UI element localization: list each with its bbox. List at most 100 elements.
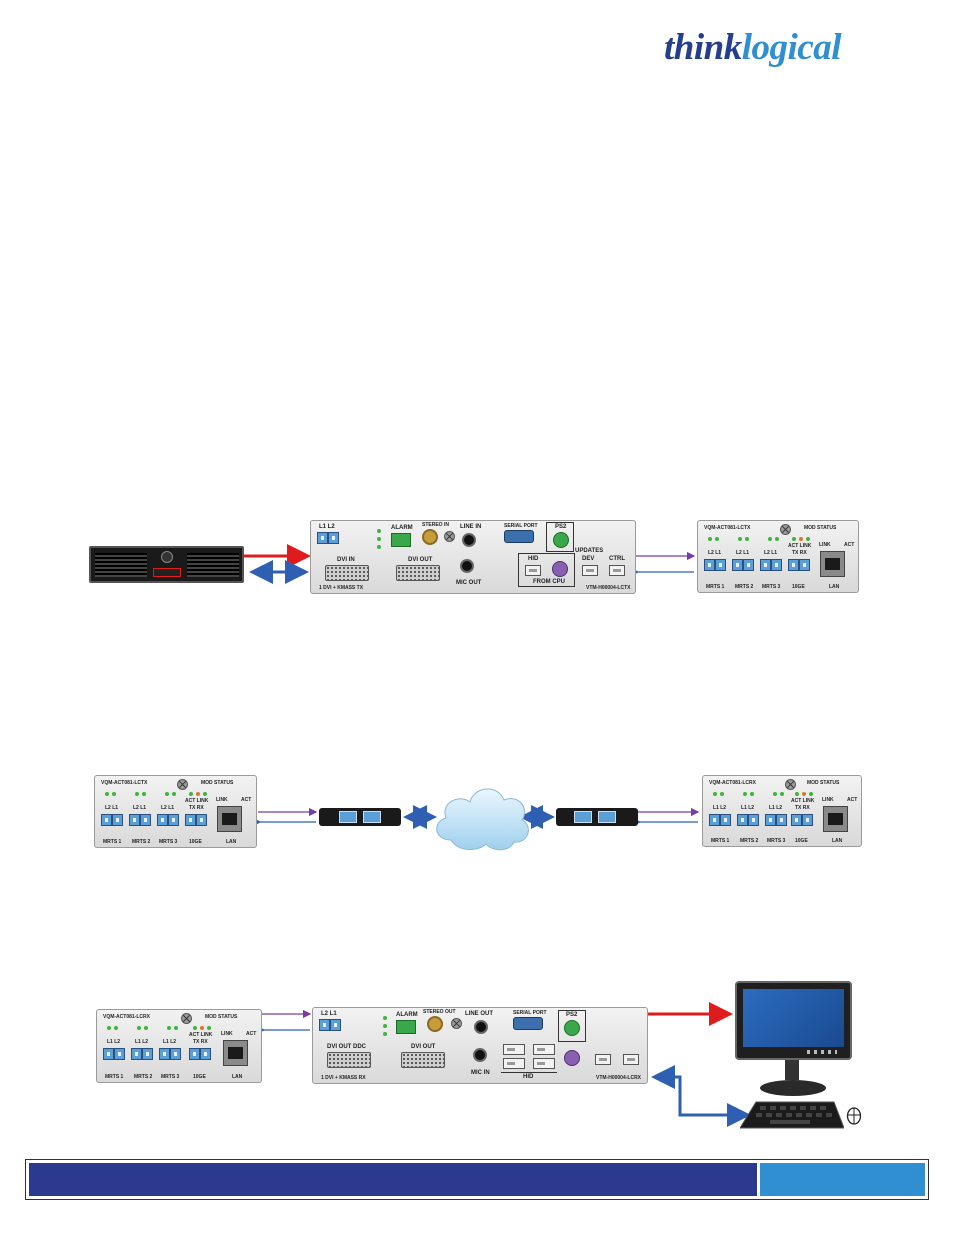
status-led-icon	[780, 792, 784, 796]
fiber-port-icon	[791, 814, 802, 826]
rx-module-panel: L2 L1 ALARM STEREO OUT LINE OUT SERIAL P…	[312, 1007, 648, 1084]
ps2-purple-port-icon	[552, 561, 568, 577]
fiber-port-icon	[157, 814, 168, 826]
monitor-stand	[760, 1080, 826, 1096]
pair-label: L1 L2	[135, 1039, 149, 1045]
stereo-in-label: STEREO IN	[422, 522, 449, 528]
lan-label: LAN	[829, 584, 840, 590]
act-link-label: ACT LINK	[788, 543, 812, 549]
screw-icon	[181, 1013, 192, 1024]
ctrl-label: CTRL	[609, 556, 625, 562]
dvi-out-connector-icon	[396, 565, 440, 581]
hid-divider	[501, 1072, 557, 1073]
fiber-port-icon	[103, 1048, 114, 1060]
status-led-icon	[377, 529, 381, 533]
status-led-icon	[715, 537, 719, 541]
status-led-icon	[172, 792, 176, 796]
line-in-label: LINE IN	[460, 524, 482, 530]
dev-label: DEV	[582, 556, 595, 562]
fiber-port-icon	[101, 814, 112, 826]
link-label: LINK	[221, 1031, 233, 1037]
lan-label: LAN	[226, 839, 237, 845]
act-link-label: ACT LINK	[791, 798, 815, 804]
fiber-port-icon	[159, 1048, 170, 1060]
lan-port-icon	[223, 1040, 248, 1066]
mrts-label: MRTS 3	[762, 584, 781, 590]
status-led-icon	[114, 1026, 118, 1030]
pair-label: L2 L1	[736, 550, 750, 556]
logo-logical-text: logical	[741, 27, 842, 68]
thinklogical-logo: thinklogical	[664, 26, 841, 69]
fiber-port-icon	[748, 814, 759, 826]
logo-think-text: think	[664, 27, 742, 68]
fiber-port-icon	[131, 1048, 142, 1060]
lan-port-icon	[217, 806, 242, 832]
sfp-port-icon	[339, 811, 357, 823]
txrx-label: TX RX	[193, 1039, 208, 1045]
status-led-icon	[383, 1024, 387, 1028]
fiber-port-icon	[776, 814, 787, 826]
footer-bar	[29, 1163, 757, 1196]
fiber-port-icon	[737, 814, 748, 826]
rx-model-label: VTM-H00004-LCRX	[596, 1075, 642, 1081]
status-led-icon	[107, 1026, 111, 1030]
alarm-connector-icon	[391, 533, 411, 547]
hid-box	[518, 553, 575, 587]
usb-update-port-icon	[595, 1054, 611, 1065]
usb-arrow-rx-to-keyboard	[651, 1065, 751, 1127]
mic-in-label: MIC IN	[471, 1070, 490, 1076]
keyboard-icon	[740, 1101, 844, 1129]
status-led-icon	[377, 537, 381, 541]
screw-icon	[444, 531, 455, 542]
usb-update-port-icon	[623, 1054, 639, 1065]
dvi-out-label: DVI OUT	[408, 557, 433, 563]
mic-in-jack-icon	[473, 1048, 487, 1062]
tx-model-label: VTM-H00004-LCTX	[586, 585, 631, 591]
status-led-icon	[768, 537, 772, 541]
pair-label: L2 L1	[161, 805, 175, 811]
rca-connector-icon	[422, 529, 438, 545]
cpu-chassis	[89, 546, 244, 583]
status-led-icon	[738, 537, 742, 541]
fiber-port-icon	[168, 814, 179, 826]
ps2-purple-port-icon	[564, 1050, 580, 1066]
fiber-port-icon	[317, 532, 328, 544]
mod-status-label: MOD STATUS	[804, 525, 837, 531]
status-led-icon	[193, 1026, 197, 1030]
fiber-port-icon	[129, 814, 140, 826]
sfp-transceiver-left	[319, 808, 401, 826]
mrts-label: MRTS 1	[105, 1074, 124, 1080]
vqm-rx-panel-1: VQM-ACT081-LCRX MOD STATUS ACT LINK LINK…	[702, 775, 862, 847]
mrts-label: MRTS 3	[767, 838, 786, 844]
mrts-label: MRTS 1	[103, 839, 122, 845]
sfp-port-icon	[574, 811, 592, 823]
line-out-label: LINE OUT	[465, 1011, 493, 1017]
dvi-out-connector-icon	[401, 1052, 445, 1068]
mic-out-jack-icon	[460, 559, 474, 573]
status-led-icon	[775, 537, 779, 541]
chassis-vent-right	[187, 553, 239, 577]
status-led-icon	[802, 792, 806, 796]
alarm-label: ALARM	[391, 525, 413, 531]
status-led-icon	[773, 792, 777, 796]
ps2-box	[558, 1010, 586, 1042]
updates-label: UPDATES	[575, 548, 604, 554]
pair-label: L2 L1	[764, 550, 778, 556]
mouse-icon	[846, 1107, 862, 1125]
fiber-port-icon	[170, 1048, 181, 1060]
network-cloud-icon	[436, 788, 529, 851]
fiber-port-icon	[330, 1019, 341, 1031]
dvi-out-ddc-label: DVI OUT DDC	[327, 1044, 366, 1050]
tx-fiber-label: L1 L2	[319, 524, 335, 530]
usb-dev-port-icon	[582, 565, 598, 576]
fiber-port-icon	[771, 559, 782, 571]
status-led-icon	[720, 792, 724, 796]
status-led-icon	[112, 792, 116, 796]
mrts-label: MRTS 2	[132, 839, 151, 845]
ps2-green-port-icon	[564, 1020, 580, 1036]
fiber-port-icon	[720, 814, 731, 826]
fiber-port-icon	[112, 814, 123, 826]
tx-module-panel: L1 L2 ALARM STEREO IN LINE IN SERIAL POR…	[310, 520, 636, 594]
status-led-icon	[745, 537, 749, 541]
pair-label: L2 L1	[708, 550, 722, 556]
